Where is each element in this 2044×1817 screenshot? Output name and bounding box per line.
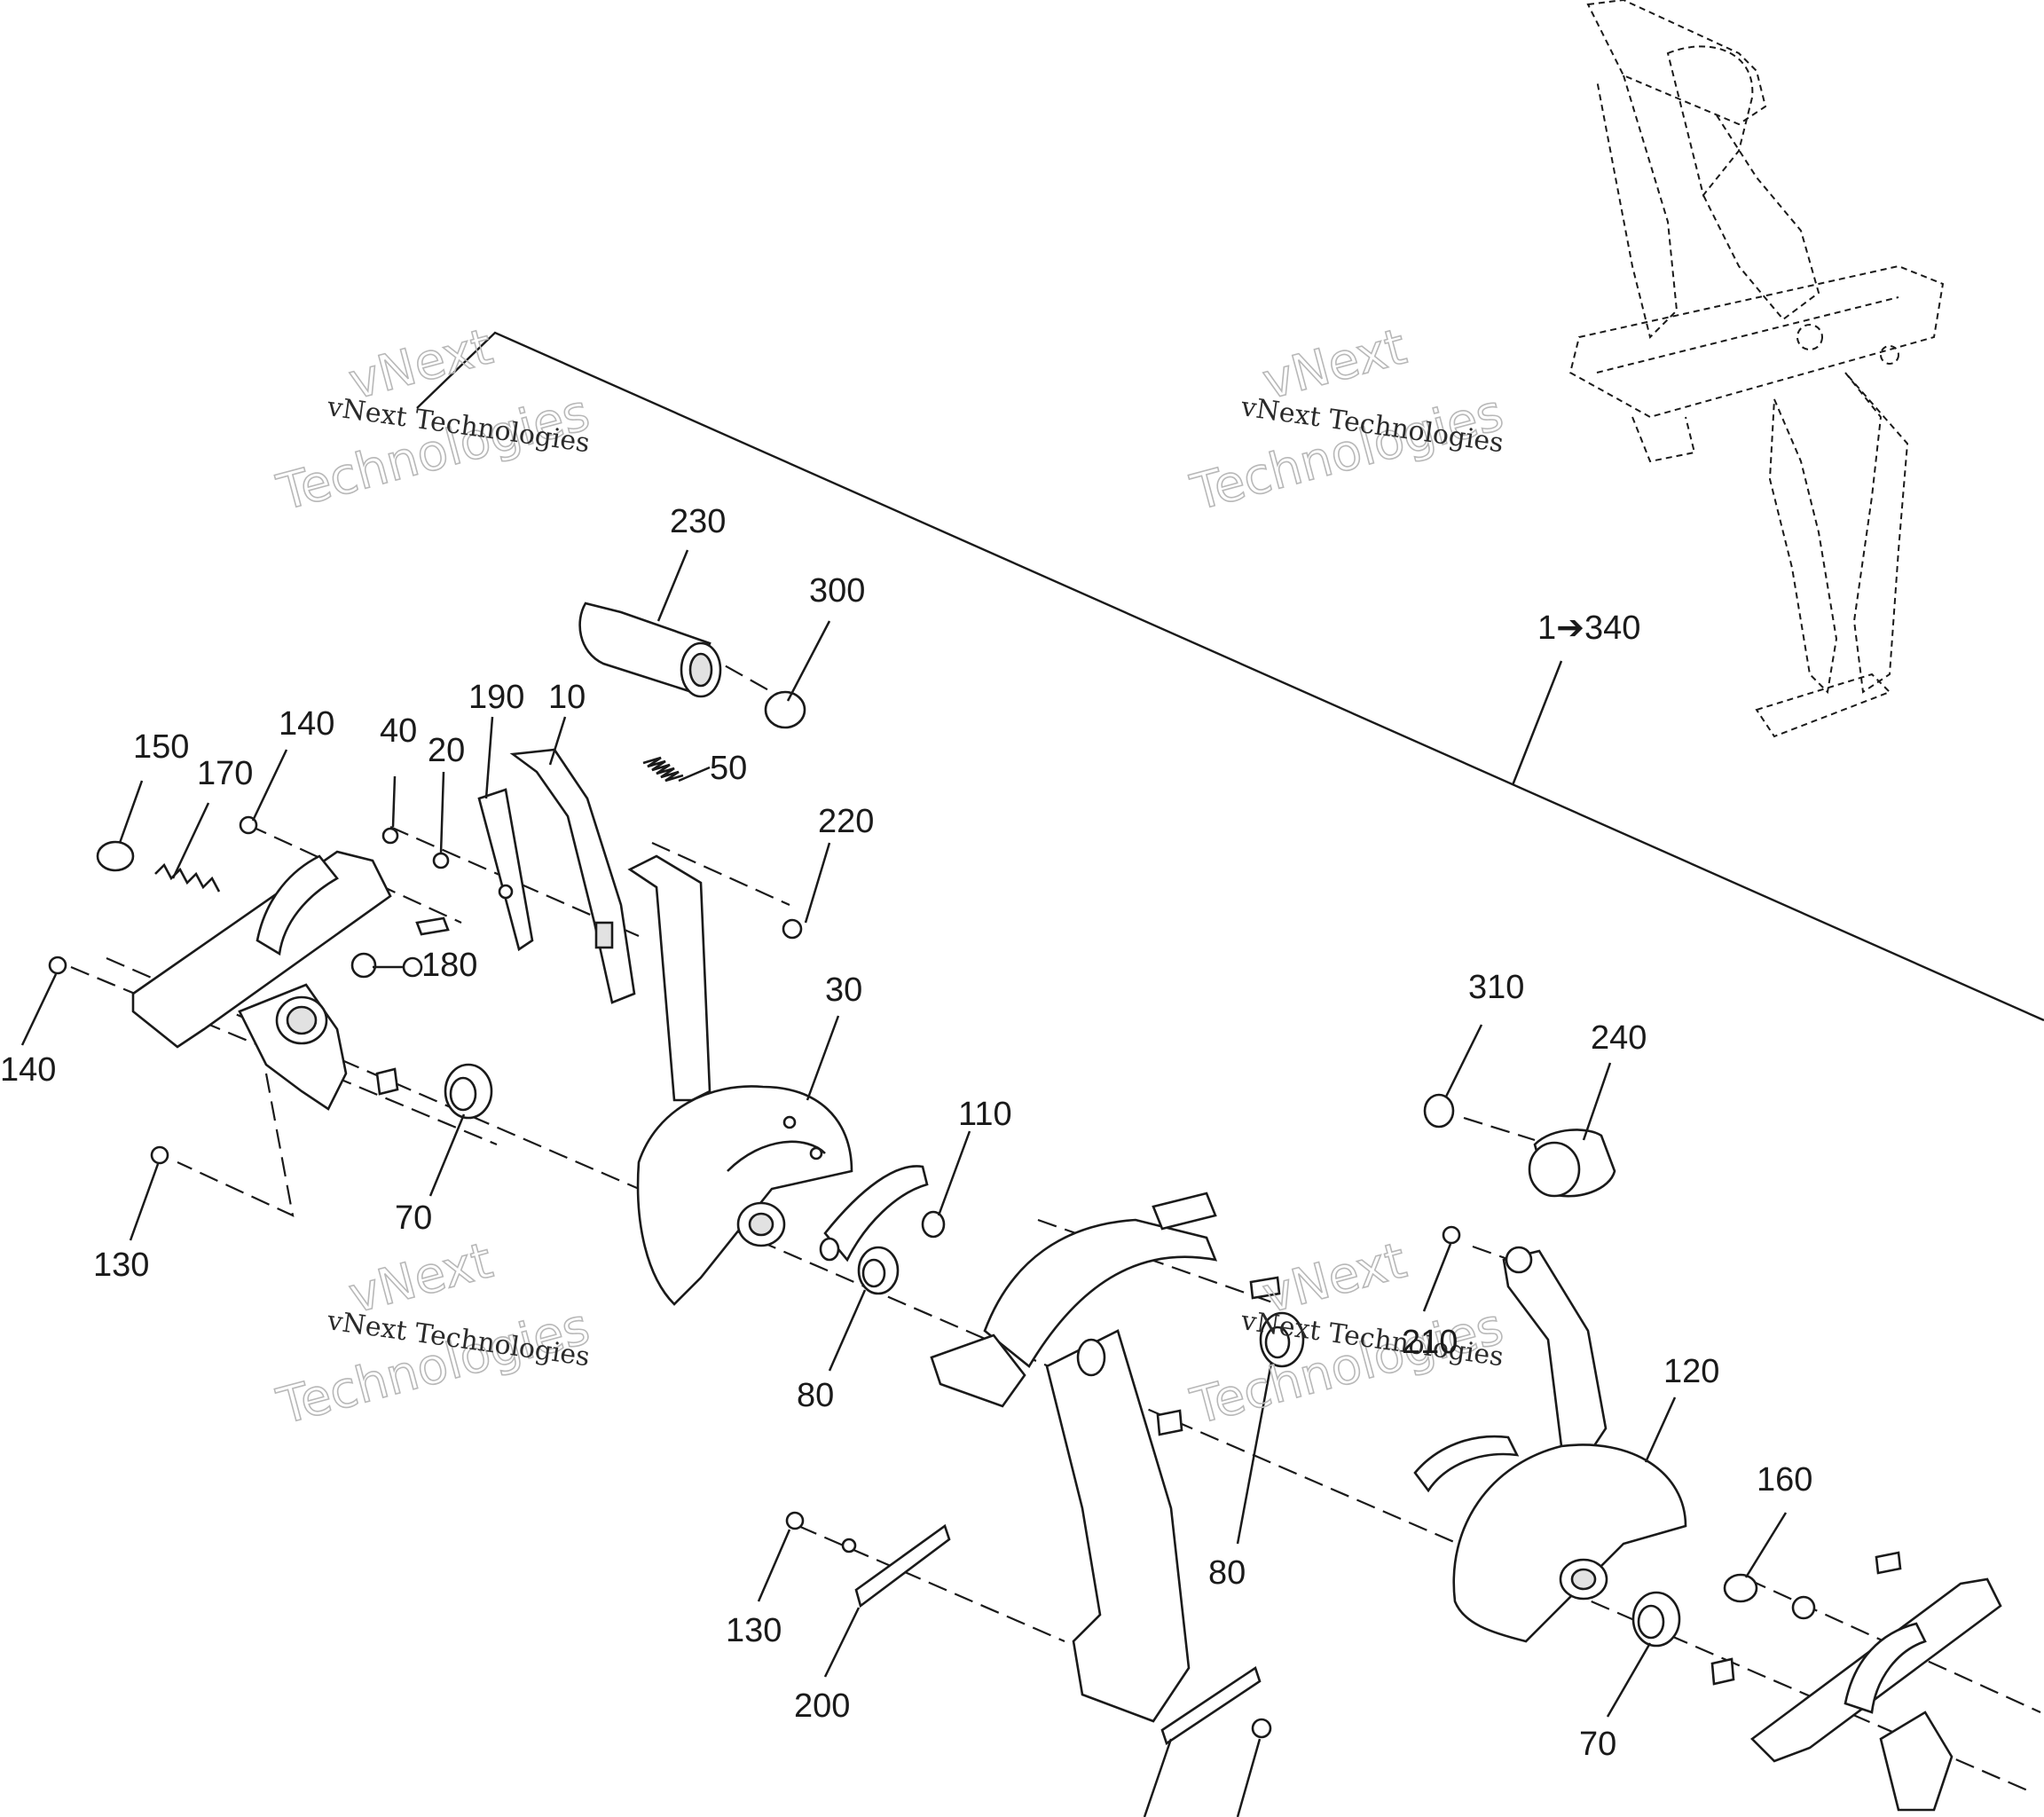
part-50-spring bbox=[642, 756, 684, 783]
assembly-axes bbox=[70, 651, 2041, 1794]
left-bracket-housing bbox=[131, 850, 450, 1111]
label-150: 150 bbox=[133, 728, 189, 766]
label-130-bottom: 130 bbox=[726, 1612, 782, 1649]
leader-lines bbox=[20, 549, 1788, 1817]
label-240: 240 bbox=[1591, 1019, 1647, 1057]
label-220: 220 bbox=[818, 803, 874, 840]
label-130-left: 130 bbox=[93, 1247, 149, 1284]
part-70-bushing-left bbox=[444, 1063, 493, 1120]
label-20: 20 bbox=[428, 732, 465, 769]
watermark-top-left: vNext Technologies vNext Technologies bbox=[271, 318, 596, 523]
label-40: 40 bbox=[380, 712, 417, 750]
label-1-to-340: 1➔340 bbox=[1537, 610, 1640, 647]
label-70-right: 70 bbox=[1579, 1726, 1616, 1763]
part-300-cap bbox=[764, 690, 806, 729]
small-fasteners bbox=[48, 815, 1816, 1739]
label-30: 30 bbox=[825, 971, 862, 1009]
label-230: 230 bbox=[670, 503, 726, 540]
part-240-cap bbox=[1528, 1129, 1616, 1198]
watermark-bottom-right: vNext Technologies vNext Technologies bbox=[1184, 1231, 1510, 1437]
label-140-left: 140 bbox=[0, 1051, 56, 1089]
watermark-top-right: vNext Technologies vNext Technologies bbox=[1184, 318, 1510, 523]
lever-assembly-ghost bbox=[1568, 0, 1945, 738]
label-300: 300 bbox=[809, 572, 865, 610]
label-110: 110 bbox=[958, 1096, 1012, 1133]
label-160: 160 bbox=[1757, 1461, 1812, 1498]
watermark-bottom-left: vNext Technologies vNext Technologies bbox=[271, 1231, 596, 1437]
right-bracket-housing bbox=[1710, 1551, 2002, 1812]
center-frame bbox=[930, 1192, 1281, 1723]
part-170-spring bbox=[154, 862, 221, 893]
label-120: 120 bbox=[1663, 1353, 1719, 1390]
arc-segment-part bbox=[819, 1165, 929, 1262]
part-10-lever-arm bbox=[509, 748, 636, 1004]
label-190: 190 bbox=[468, 679, 524, 716]
label-200: 200 bbox=[794, 1687, 850, 1725]
label-80-left: 80 bbox=[797, 1377, 834, 1414]
label-170: 170 bbox=[197, 755, 253, 792]
part-labels: 230 300 190 10 50 150 170 140 40 20 220 … bbox=[0, 503, 1812, 1763]
label-310: 310 bbox=[1468, 969, 1524, 1006]
label-50: 50 bbox=[710, 750, 747, 787]
part-160-bumper bbox=[1723, 1573, 1758, 1603]
part-30-main-lever bbox=[627, 854, 853, 1306]
part-190-plate bbox=[477, 788, 534, 952]
part-70-bushing-right bbox=[1631, 1591, 1681, 1648]
label-210: 210 bbox=[1402, 1324, 1458, 1361]
label-80-right: 80 bbox=[1208, 1554, 1246, 1592]
part-150-bumper bbox=[96, 840, 135, 872]
label-180: 180 bbox=[421, 947, 477, 984]
part-230-grip-sleeve bbox=[578, 602, 722, 698]
part-80-ring-left bbox=[857, 1246, 900, 1295]
part-310-clip bbox=[1423, 1093, 1455, 1129]
part-80-ring-right bbox=[1259, 1311, 1305, 1368]
label-70-left: 70 bbox=[395, 1200, 432, 1237]
part-120-second-lever bbox=[1413, 1246, 1687, 1643]
part-200-strip-plates bbox=[854, 1523, 1262, 1746]
label-10: 10 bbox=[548, 679, 586, 716]
assembly-frame bbox=[416, 331, 2044, 1022]
label-140-top: 140 bbox=[279, 705, 334, 743]
